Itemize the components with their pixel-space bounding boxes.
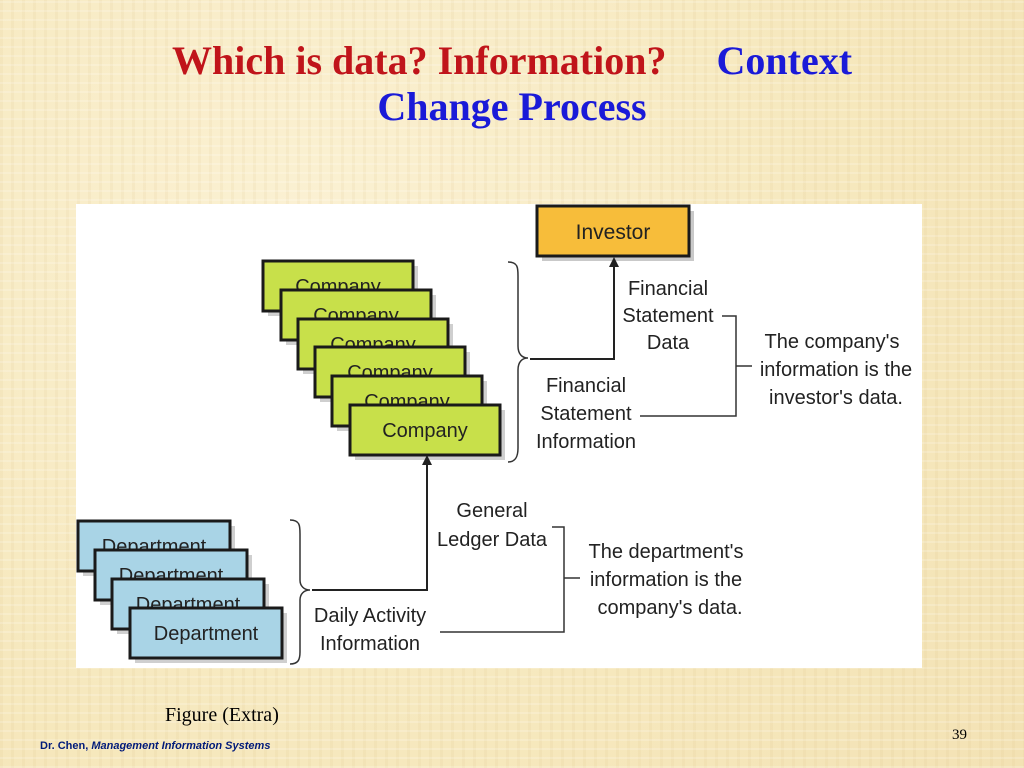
title-context: Context: [716, 38, 853, 83]
svg-text:General: General: [456, 500, 527, 522]
title-change-process: Change Process: [377, 84, 647, 129]
footer-credit: Dr. Chen, Management Information Systems: [40, 740, 270, 752]
slide-title: Which is data? Information? Context Chang…: [0, 38, 1024, 130]
financial-statement-data-label: Financial Statement Data: [622, 278, 714, 354]
svg-text:The company's: The company's: [765, 331, 900, 353]
svg-text:Statement: Statement: [540, 403, 632, 425]
department-stack: Department Department Department Departm…: [76, 519, 287, 663]
financial-statement-information-label: Financial Statement Information: [536, 375, 636, 453]
department-brace: [289, 519, 311, 665]
department-note: The department's information is the comp…: [588, 541, 743, 619]
figure-caption: Figure (Extra): [165, 704, 279, 726]
svg-text:Data: Data: [647, 332, 690, 354]
company-note: The company's information is the investo…: [760, 331, 912, 409]
svg-text:The department's: The department's: [588, 541, 743, 563]
footer-author: Dr. Chen,: [40, 740, 92, 752]
general-ledger-data-label: General Ledger Data: [437, 500, 548, 551]
department-to-company-arrow: [312, 455, 432, 591]
daily-activity-information-label: Daily Activity Information: [314, 605, 426, 655]
svg-text:Information: Information: [536, 431, 636, 453]
svg-text:Information: Information: [320, 633, 420, 655]
svg-text:investor's data.: investor's data.: [769, 387, 903, 409]
svg-text:information is the: information is the: [760, 359, 912, 381]
diagram-panel: Investor Company Company Company: [76, 204, 922, 668]
svg-text:Daily Activity: Daily Activity: [314, 605, 426, 627]
svg-text:Statement: Statement: [622, 305, 714, 327]
data-information-diagram: Investor Company Company Company: [76, 204, 912, 665]
company-brace: [507, 261, 529, 463]
investor-label: Investor: [576, 221, 651, 244]
department-box-front: Department: [128, 606, 287, 663]
company-box-front: Company: [348, 403, 505, 460]
svg-text:Financial: Financial: [546, 375, 626, 397]
company-to-investor-arrow: [530, 257, 619, 360]
department-label: Department: [154, 623, 259, 645]
company-note-bracket: [640, 315, 752, 417]
svg-text:Financial: Financial: [628, 278, 708, 300]
company-stack: Company Company Company Company Company: [261, 259, 505, 460]
svg-text:information is the: information is the: [590, 569, 742, 591]
company-label: Company: [382, 420, 468, 442]
page-number: 39: [952, 727, 967, 743]
department-note-bracket: [440, 526, 580, 633]
title-question: Which is data? Information?: [171, 38, 667, 83]
svg-text:company's data.: company's data.: [597, 597, 742, 619]
investor-box: Investor: [535, 204, 694, 261]
footer-book-title: Management Information Systems: [91, 740, 271, 752]
svg-text:Ledger Data: Ledger Data: [437, 529, 548, 551]
